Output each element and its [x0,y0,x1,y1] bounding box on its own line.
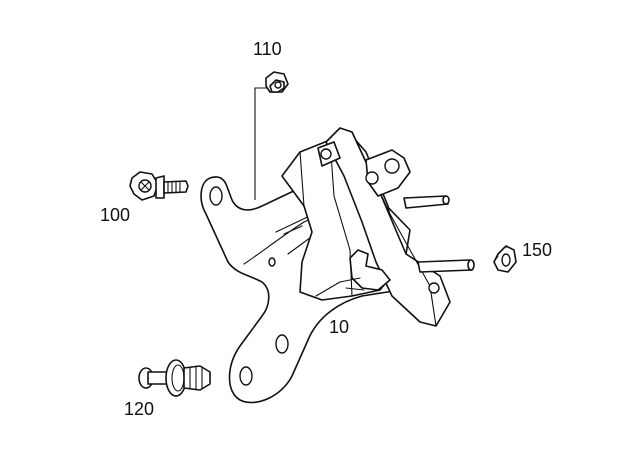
callout-10: 10 [329,317,350,337]
rivet-120[interactable] [138,359,211,397]
mount-hole-middle [275,334,289,354]
callout-150: 150 [522,240,553,260]
callout-120: 120 [124,399,155,419]
mount-hole-upper [209,186,223,206]
mount-hole-lower [239,366,253,386]
nut-150[interactable] [493,245,517,273]
callout-100: 100 [100,205,131,225]
callout-110: 110 [253,39,282,59]
mount-hole-small [268,257,276,267]
leader-line-110 [254,87,270,200]
bolt-100[interactable] [129,171,189,201]
nut-110[interactable] [265,71,289,93]
latch-bracket-10[interactable] [200,127,475,404]
lever-pin [428,282,440,294]
